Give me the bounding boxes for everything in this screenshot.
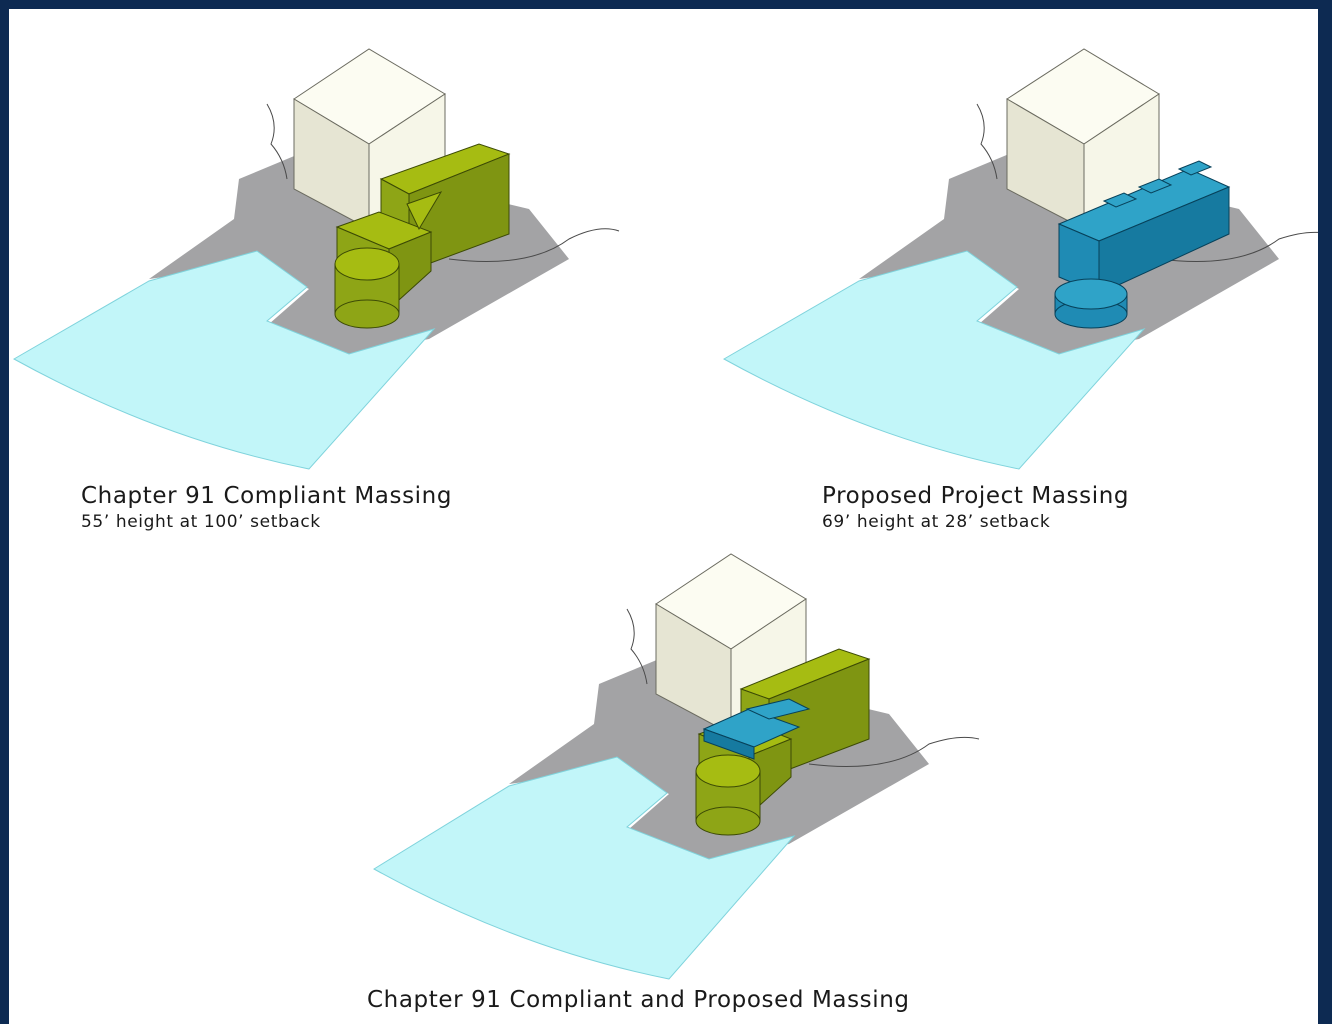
water-area — [722, 250, 1146, 470]
contour-line — [976, 103, 998, 180]
proposed-subtitle: 69’ height at 28’ setback — [822, 512, 1051, 532]
water-area — [373, 756, 796, 980]
proposed-massing-diagram — [722, 48, 1318, 470]
compliant-subtitle: 55’ height at 100’ setback — [81, 512, 321, 532]
compliant-massing — [334, 143, 511, 329]
contour-line — [448, 228, 620, 262]
contour-line — [808, 736, 980, 767]
existing-building — [1006, 48, 1160, 230]
slide-frame: Chapter 91 Compliant Massing 55’ height … — [9, 9, 1318, 1024]
contour-line — [626, 608, 648, 685]
contour-line — [266, 103, 288, 180]
combined-title: Chapter 91 Compliant and Proposed Massin… — [367, 987, 910, 1013]
proposed-massing — [1054, 160, 1231, 329]
combined-massing-diagram — [373, 553, 980, 980]
compliant-massing — [695, 648, 871, 836]
proposed-massing — [702, 698, 811, 760]
compliant-title: Chapter 91 Compliant Massing — [81, 483, 453, 509]
water-area — [12, 250, 436, 470]
compliant-massing-diagram — [12, 48, 620, 470]
contour-line — [1158, 231, 1318, 262]
proposed-title: Proposed Project Massing — [822, 483, 1130, 509]
